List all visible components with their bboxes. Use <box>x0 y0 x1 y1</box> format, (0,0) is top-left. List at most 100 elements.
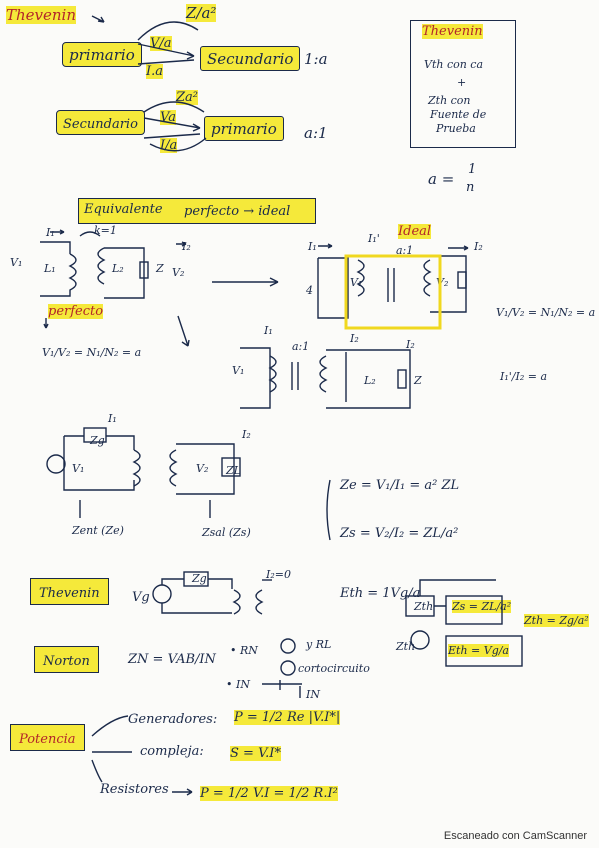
thevenin-box-line4: Prueba <box>436 122 476 135</box>
a-denominator: n <box>466 180 475 195</box>
coil-th-right <box>255 589 264 615</box>
source-vg <box>46 454 66 474</box>
arrows-z-labels <box>79 500 211 518</box>
v1-mid: V₁ <box>232 364 245 377</box>
in-label: • IN <box>226 678 250 691</box>
rn-label: • RN <box>230 644 258 657</box>
ratio-mid: a:1 <box>292 340 310 353</box>
zg-label: Zg <box>90 434 105 447</box>
label-z-over-a2: Z/a² <box>186 4 217 22</box>
i2-mid-a: I₂ <box>350 332 359 345</box>
l1-left: L₁ <box>44 262 56 275</box>
box-zg <box>83 427 107 443</box>
wire-norton <box>262 680 302 698</box>
eq-ze: Ze = V₁/I₁ = a² ZL <box>340 478 460 493</box>
norton-label-box: Norton <box>34 646 99 673</box>
resistor-ideal <box>457 271 467 289</box>
coil-ideal-left <box>356 259 365 297</box>
thevenin-box-line1: Vth con ca <box>424 58 484 71</box>
box-zl <box>221 457 241 477</box>
four-label: 4 <box>306 284 313 297</box>
arrow-primario-secundario-2 <box>137 59 195 65</box>
eq-zs: Zs = V₂/I₂ = ZL/a² <box>340 526 459 541</box>
zent-label: Zent (Ze) <box>72 524 124 537</box>
compleja-label: compleja: <box>140 744 204 759</box>
box-zs <box>445 595 503 625</box>
thevenin-box-line2: Zth con <box>428 94 471 107</box>
eth-box: Eth = Vg/a <box>448 644 509 657</box>
i1-mid: I₁ <box>264 324 273 337</box>
box-secundario: Secundario <box>200 46 301 71</box>
eq-current-ratio: I₁'/I₂ = a <box>500 370 548 383</box>
i1-zg: I₁ <box>108 412 117 425</box>
coil-l2 <box>97 247 106 285</box>
i2-zl: I₂ <box>242 428 251 441</box>
curve-bottom <box>149 137 207 152</box>
source-eth <box>410 630 430 650</box>
wire-zl <box>176 443 235 495</box>
box-primario-2: primario <box>204 116 284 141</box>
in-arrow-label: IN <box>306 688 320 701</box>
coil-mid-right <box>319 355 328 393</box>
perfecto-ideal-label: perfecto → ideal <box>184 204 291 219</box>
zth-box-label: Zth <box>414 600 434 613</box>
resistor-mid <box>397 369 407 389</box>
eth-eq: Eth = 1Vg/a <box>340 586 421 601</box>
brace-zeqs <box>326 479 331 541</box>
coil-ideal-right <box>423 259 432 297</box>
thevenin-box-line3: Fuente de <box>430 108 487 121</box>
v1-zg: V₁ <box>72 462 85 475</box>
comp-eq: S = V.I* <box>230 746 281 761</box>
arrow-i1-ideal <box>318 243 333 249</box>
thevenin-summary-box <box>410 20 516 148</box>
i2-zero: I₂=0 <box>266 568 291 581</box>
thevenin-box-plus: + <box>457 76 467 89</box>
arrow-i1-left <box>50 229 65 235</box>
z-mid: Z <box>414 374 422 387</box>
label-z-a2: Za² <box>176 90 198 105</box>
wire-mid-left <box>240 347 271 409</box>
coil-th-left <box>232 589 241 615</box>
arrow-down-mid <box>177 315 190 347</box>
thevenin-label-box: Thevenin <box>30 578 109 605</box>
branch-resistores <box>91 759 103 783</box>
branch-generadores <box>91 715 129 737</box>
k1-label: k=1 <box>94 224 117 237</box>
zsal-label: Zsal (Zs) <box>202 526 251 539</box>
eq-voltage-ratio-right: V₁/V₂ = N₁/N₂ = a <box>496 306 596 319</box>
wire-l1-top <box>40 241 71 254</box>
res-eq: P = 1/2 V.I = 1/2 R.I² <box>200 786 338 801</box>
wire-zg <box>63 435 135 491</box>
arrow-sec-prim-2 <box>143 133 201 139</box>
wire-mid-right <box>326 349 411 409</box>
z-left: Z <box>156 262 164 275</box>
potencia-label-box: Potencia <box>10 724 85 751</box>
v2-zl: V₂ <box>196 462 209 475</box>
v1-left: V₁ <box>10 256 23 269</box>
box-secundario-2: Secundario <box>56 110 145 135</box>
i2-left: I₂ <box>182 240 191 253</box>
box-eth <box>445 635 523 667</box>
core-ideal <box>387 268 395 302</box>
l2-left: L₂ <box>112 262 124 275</box>
a-equals: a = <box>428 170 455 188</box>
arrow-i2-left <box>176 241 187 247</box>
i1-ideal: I₁ <box>308 240 317 253</box>
arrow-i2-ideal <box>448 245 469 251</box>
vg-label: Vg <box>132 590 150 605</box>
thevenin-box-title: Thevenin <box>422 24 483 39</box>
rn-note: y RL <box>306 638 332 651</box>
box-zg-th <box>183 571 209 587</box>
box-primario: primario <box>62 42 142 67</box>
resistor-z-left <box>139 261 149 279</box>
a-numerator: 1 <box>468 162 477 177</box>
zs-eq-box: Zs = ZL/a² <box>452 600 512 613</box>
zg-th: Zg <box>192 572 207 585</box>
generadores-label: Generadores: <box>128 712 218 727</box>
wire-ideal-left <box>317 257 349 319</box>
i1p-ideal: I₁' <box>368 232 380 245</box>
zth-left-label: Zth <box>396 640 416 653</box>
arrow-primario-secundario <box>137 43 195 60</box>
equivalente-banner <box>78 198 316 224</box>
wire-th <box>161 578 233 614</box>
